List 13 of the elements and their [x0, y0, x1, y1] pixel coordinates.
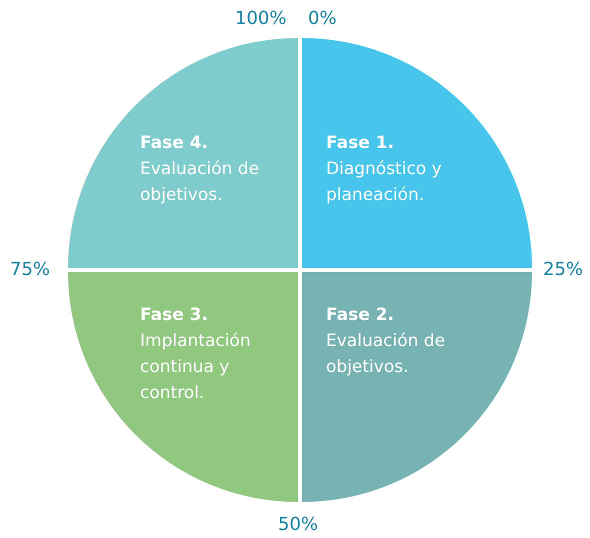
percent-label: 0%	[308, 8, 337, 29]
phase-description: Evaluación de objetivos.	[140, 158, 260, 207]
phase-description: Evaluación de objetivos.	[326, 330, 446, 379]
percent-label: 75%	[10, 259, 50, 280]
percent-label: 100%	[235, 8, 286, 29]
phase-heading: Fase 2.	[326, 304, 395, 327]
percent-label: 50%	[278, 514, 318, 535]
phase-heading: Fase 4.	[140, 132, 209, 155]
percent-label: 25%	[543, 259, 584, 280]
phase-description: Implantación continua y control.	[140, 330, 252, 405]
phase-description: Diagnóstico y planeación.	[326, 158, 443, 207]
phase-heading: Fase 1.	[326, 132, 395, 155]
phase-heading: Fase 3.	[140, 304, 209, 327]
